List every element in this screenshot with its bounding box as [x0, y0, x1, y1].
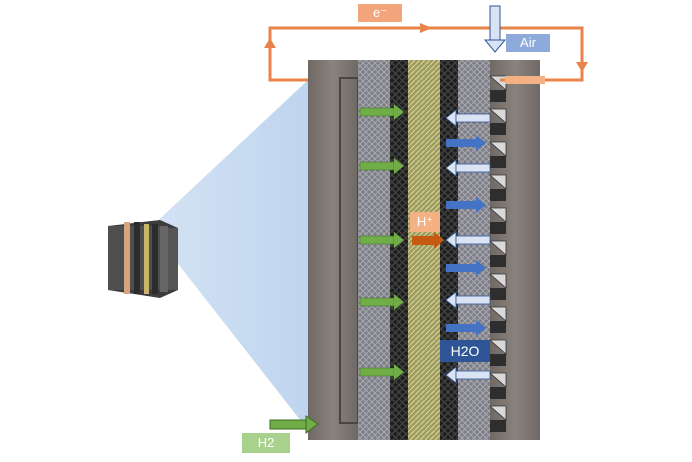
cathode-flow-arrows [445, 109, 491, 384]
fuel-cell-stack-icon [108, 220, 178, 298]
channel-gap [490, 90, 506, 102]
anode-catalyst-layer [390, 60, 408, 440]
channel-gap [490, 222, 506, 234]
channel-tooth [488, 273, 507, 289]
electron-label: e⁻ [358, 4, 402, 22]
water-flow-arrow [446, 135, 486, 151]
channel-tooth [488, 306, 507, 322]
hydrogen-inlet-arrow [269, 415, 319, 434]
channel-gap [490, 354, 506, 366]
channel-tooth [488, 405, 507, 421]
electron-arrowheads [264, 23, 588, 72]
channel-gap [490, 288, 506, 300]
water-label: H2O [440, 340, 490, 362]
anode-gas-diffusion-layer [358, 60, 390, 440]
water-flow-arrow [446, 320, 486, 336]
hydrogen-flow-arrow [359, 232, 404, 248]
channel-tooth [488, 141, 507, 157]
hydrogen-flow-arrows [359, 104, 404, 380]
channel-tooth [488, 372, 507, 388]
hydrogen-flow-arrow [359, 364, 404, 380]
channel-tooth [488, 108, 507, 124]
proton-label: H⁺ [410, 212, 440, 232]
oxygen-flow-arrow [445, 109, 491, 127]
channel-tooth [488, 339, 507, 355]
anode-flow-plate [308, 60, 358, 440]
water-flow-arrow [446, 197, 486, 213]
oxygen-flow-arrow [445, 291, 491, 309]
hydrogen-flow-arrow [359, 104, 404, 120]
channel-gap [490, 123, 506, 135]
channel-gap [490, 156, 506, 168]
channel-gap [490, 189, 506, 201]
fuel-cell-cross-section [308, 60, 540, 440]
hydrogen-label: H2 [242, 433, 290, 453]
oxygen-flow-arrow [445, 231, 491, 249]
proton-arrow [412, 232, 444, 249]
air-inlet-arrow [483, 5, 507, 53]
channel-gap [490, 420, 506, 432]
channel-tooth [488, 174, 507, 190]
water-flow-arrow [446, 260, 486, 276]
zoom-cone [150, 80, 308, 430]
cathode-flow-plate [490, 60, 540, 440]
hydrogen-flow-arrow [359, 158, 404, 174]
oxygen-flow-arrow [445, 159, 491, 177]
channel-tooth [488, 207, 507, 223]
channel-gap [490, 321, 506, 333]
membrane [408, 60, 440, 440]
hydrogen-flow-arrow [359, 294, 404, 310]
channel-tooth [488, 240, 507, 256]
electron-return-arrow [505, 76, 545, 84]
oxygen-flow-arrow [445, 366, 491, 384]
channel-gap [490, 387, 506, 399]
channel-gap [490, 255, 506, 267]
air-label: Air [506, 34, 550, 52]
